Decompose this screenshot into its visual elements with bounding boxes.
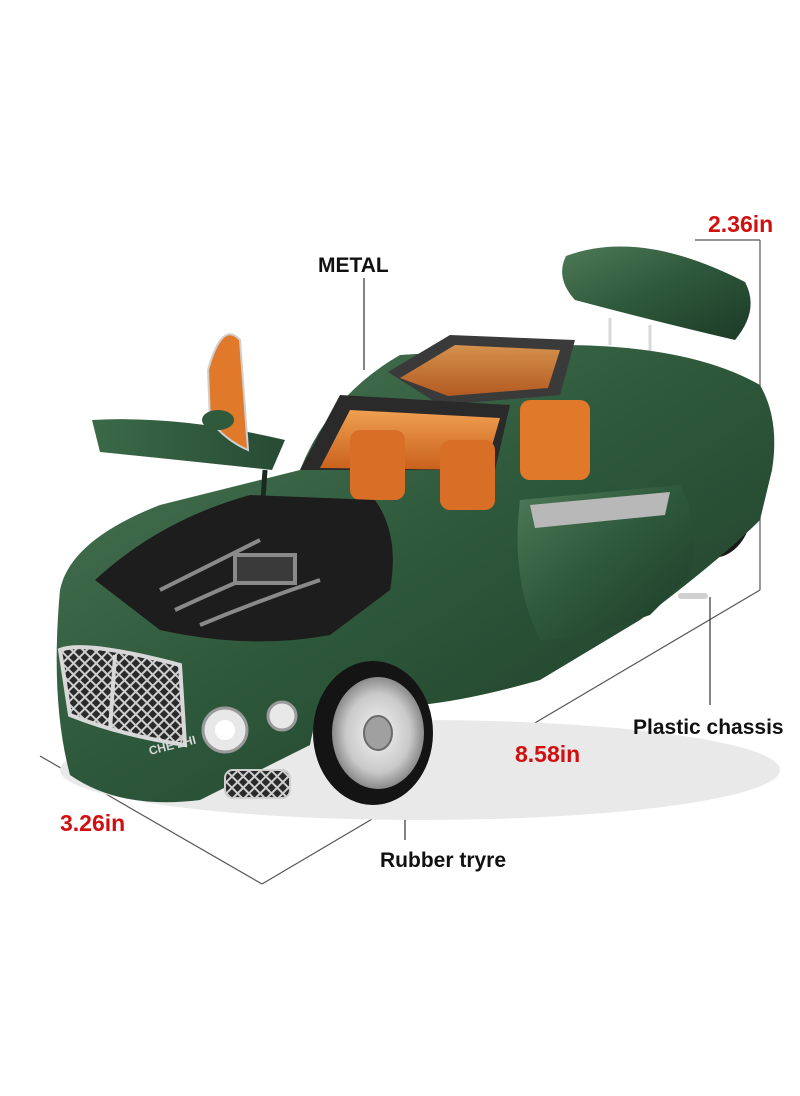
front-wheel xyxy=(313,661,433,805)
rear-seat xyxy=(520,400,590,480)
front-grille xyxy=(57,645,188,748)
open-hood xyxy=(92,419,285,470)
open-trunk-lid xyxy=(562,246,751,355)
interior-through-roof xyxy=(400,345,560,396)
lower-grille xyxy=(224,769,291,799)
width-label: 3.26in xyxy=(60,810,125,836)
side-mirror xyxy=(202,410,234,430)
front-seat-left xyxy=(350,430,405,500)
front-seat-right xyxy=(440,440,495,510)
car-illustration: CHE ZHI xyxy=(56,246,780,820)
engine-details xyxy=(159,538,321,627)
headlight-secondary xyxy=(266,700,298,732)
length-label: 8.58in xyxy=(515,741,580,767)
car-body xyxy=(56,345,775,803)
height-label: 2.36in xyxy=(708,211,773,237)
door-handle xyxy=(678,593,708,599)
material-label: METAL xyxy=(318,254,389,277)
chassis-label: Plastic chassis xyxy=(633,716,784,739)
tyre-label: Rubber tryre xyxy=(380,849,506,872)
